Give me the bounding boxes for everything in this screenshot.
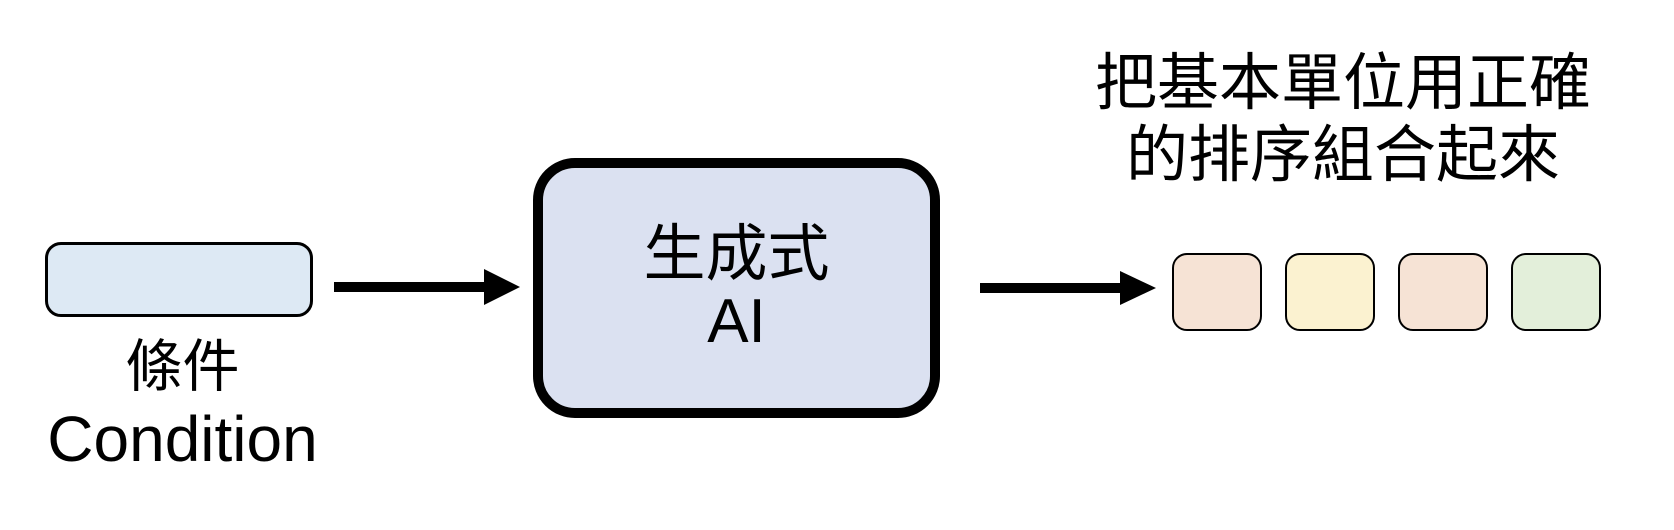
output-unit-2 <box>1285 253 1375 331</box>
output-unit-3 <box>1398 253 1488 331</box>
output-caption-line1: 把基本單位用正確 <box>1094 49 1591 118</box>
output-unit-4 <box>1511 253 1601 331</box>
generative-ai-label-line2: AI <box>707 287 766 356</box>
condition-label-zh: 條件 <box>125 335 240 399</box>
output-caption: 把基本單位用正確 的排序組合起來 <box>1043 48 1643 192</box>
generative-ai-label-line1: 生成式 <box>643 220 830 289</box>
condition-labels: 條件 Condition <box>10 334 355 478</box>
arrow-right-icon <box>334 265 520 309</box>
condition-label-en: Condition <box>47 403 318 475</box>
output-caption-line2: 的排序組合起來 <box>1125 121 1560 190</box>
generative-ai-box: 生成式 AI <box>533 158 940 418</box>
output-units-row <box>1172 253 1601 331</box>
output-unit-1 <box>1172 253 1262 331</box>
condition-box <box>45 242 313 317</box>
arrow-right-icon <box>980 266 1156 310</box>
